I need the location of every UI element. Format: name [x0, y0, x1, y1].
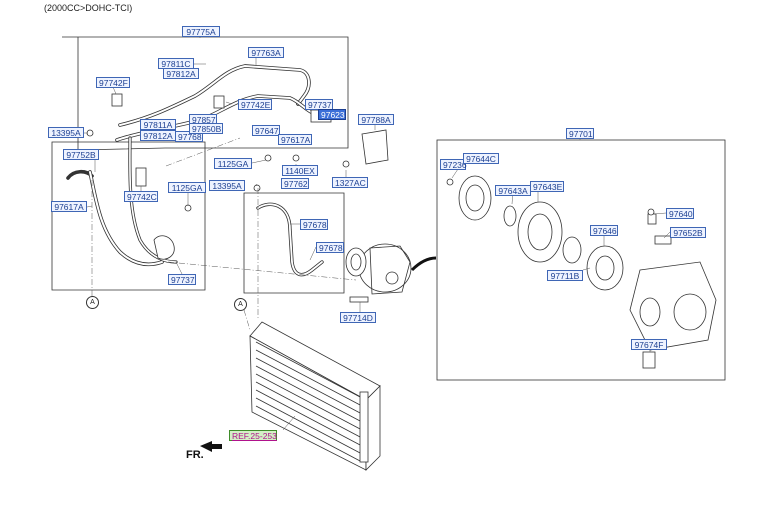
label-97644c[interactable]: 97644C	[463, 153, 499, 164]
condenser	[249, 321, 381, 471]
label-97752b[interactable]: 97752B	[63, 149, 99, 160]
label-97617a-left[interactable]: 97617A	[51, 201, 87, 212]
label-97711b[interactable]: 97711B	[547, 270, 583, 281]
label-97678-b[interactable]: 97678	[316, 242, 344, 253]
label-97762[interactable]: 97762	[281, 178, 309, 189]
label-97623[interactable]: 97623	[318, 109, 346, 120]
label-97742c[interactable]: 97742C	[124, 191, 158, 202]
label-97647[interactable]: 97647	[252, 125, 280, 136]
label-97652b[interactable]: 97652B	[670, 227, 706, 238]
front-arrow-icon	[200, 441, 222, 452]
label-97775a[interactable]: 97775A	[182, 26, 220, 37]
label-97640[interactable]: 97640	[666, 208, 694, 219]
label-97236[interactable]: 97236	[440, 159, 467, 170]
label-97812a-top[interactable]: 97812A	[163, 68, 199, 79]
circle-ref-a-left: A	[86, 296, 99, 309]
label-1125ga-top[interactable]: 1125GA	[214, 158, 252, 169]
label-1125ga-mid[interactable]: 1125GA	[168, 182, 206, 193]
label-1140ex[interactable]: 1140EX	[282, 165, 318, 176]
label-97678-a[interactable]: 97678	[300, 219, 328, 230]
ref-link-25-253[interactable]: REF.25-253	[229, 430, 277, 441]
group-frame-97775a	[62, 36, 349, 151]
label-97674f[interactable]: 97674F	[631, 339, 667, 350]
compressor-exploded	[458, 175, 717, 369]
label-97812a-mid[interactable]: 97812A	[140, 130, 176, 141]
leader-lines	[80, 36, 671, 431]
label-97850b[interactable]: 97850B	[189, 123, 223, 134]
label-97742f[interactable]: 97742F	[96, 77, 130, 88]
compressor-assembly-small	[345, 243, 412, 295]
circle-ref-a-mid: A	[234, 298, 247, 311]
label-97643e[interactable]: 97643E	[530, 181, 564, 192]
group-frame-left	[51, 141, 206, 291]
label-97617a-top[interactable]: 97617A	[278, 134, 312, 145]
front-marker: FR.	[186, 449, 204, 461]
label-13395a-left[interactable]: 13395A	[48, 127, 84, 138]
label-97701[interactable]: 97701	[566, 128, 594, 139]
label-97646[interactable]: 97646	[590, 225, 618, 236]
label-1327ac[interactable]: 1327AC	[332, 177, 368, 188]
reference-lines	[91, 137, 357, 331]
label-97788a[interactable]: 97788A	[358, 114, 394, 125]
engine-spec-header: (2000CC>DOHC-TCI)	[44, 3, 133, 13]
label-97742e[interactable]: 97742E	[238, 99, 272, 110]
label-97763a[interactable]: 97763A	[248, 47, 284, 58]
label-97643a[interactable]: 97643A	[495, 185, 531, 196]
arrow-to-compressor	[410, 256, 437, 272]
group-frame-hose	[243, 192, 345, 294]
group-frame-97701	[436, 139, 726, 381]
label-97811a[interactable]: 97811A	[140, 119, 176, 130]
label-13395a-mid[interactable]: 13395A	[209, 180, 245, 191]
label-97737-bot[interactable]: 97737	[168, 274, 196, 285]
label-97714d[interactable]: 97714D	[340, 312, 376, 323]
